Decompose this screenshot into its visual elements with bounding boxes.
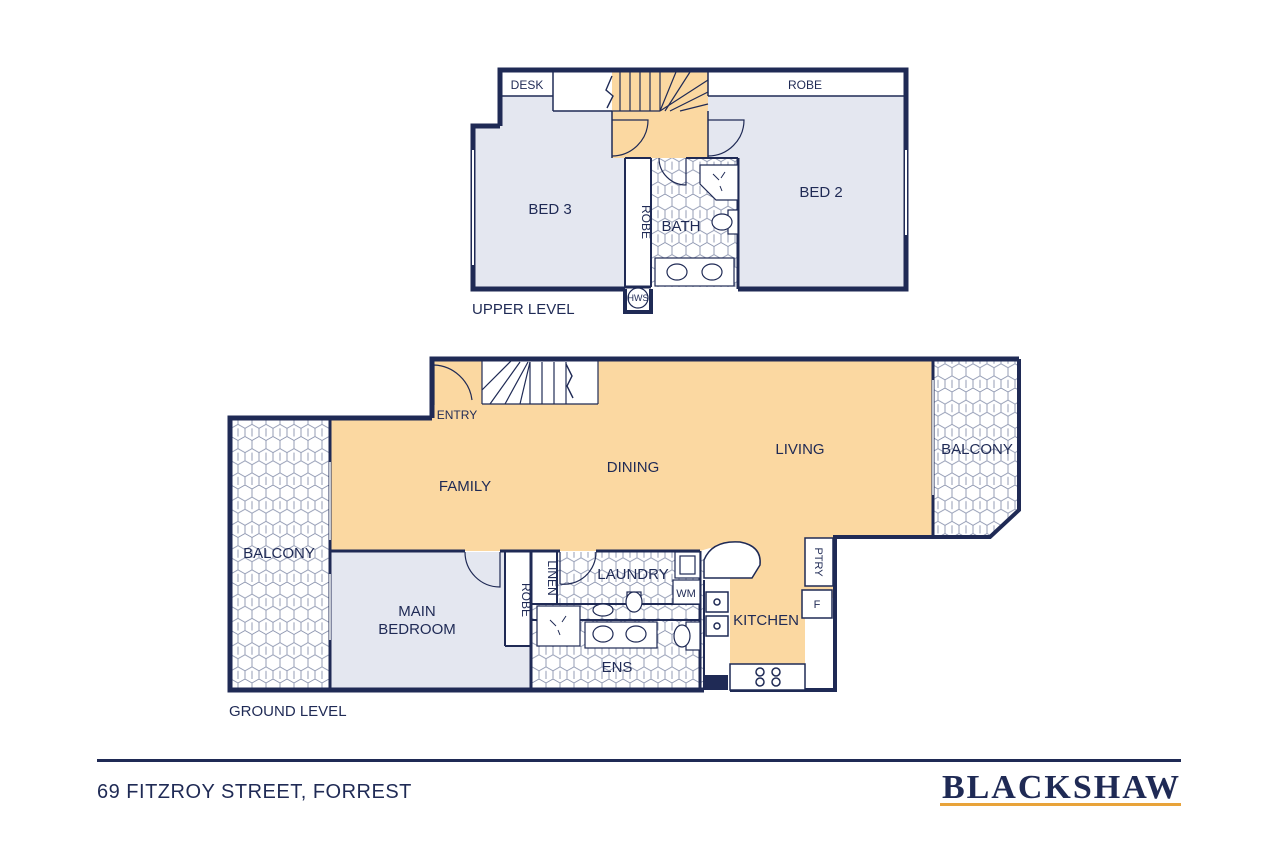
- balcony-right-label: BALCONY: [941, 441, 1013, 458]
- balcony-left-floor: [231, 416, 330, 688]
- bed3-floor: [475, 96, 625, 287]
- living-floor: [330, 359, 933, 664]
- main-bedroom-label-line2: BEDROOM: [378, 621, 456, 638]
- upper-robe-floor: [625, 158, 651, 287]
- balcony-left-label: BALCONY: [243, 545, 315, 562]
- fridge-label: F: [814, 599, 821, 611]
- bath-label: BATH: [662, 218, 701, 235]
- upper-stairs: [605, 71, 709, 112]
- robe-floor: [505, 552, 531, 646]
- upper-side-robe-label: ROBE: [639, 205, 653, 239]
- ground-level-label: GROUND LEVEL: [229, 703, 347, 720]
- desk-label: DESK: [511, 78, 544, 92]
- bed2-floor: [708, 96, 905, 287]
- agency-logo: BLACKSHAW: [941, 769, 1181, 806]
- ensuite-label: ENS: [602, 659, 633, 676]
- pantry-label: PTRY: [812, 547, 824, 577]
- wet-area-fixtures: [536, 551, 701, 651]
- linen-label: LINEN: [545, 560, 559, 595]
- ground-level: ENTRY FAMILY DINING LIVING BALCONY BALCO…: [227, 356, 1021, 720]
- bath-fixtures: [627, 164, 739, 309]
- upper-level: DESK ROBE BED 3 BED 2 ROBE BATH HWS UPPE…: [470, 67, 909, 318]
- living-label: LIVING: [775, 441, 824, 458]
- family-label: FAMILY: [439, 478, 491, 495]
- stair-void: [482, 360, 598, 404]
- kitchen-bench: [703, 537, 834, 691]
- ground-walls: [227, 356, 1021, 693]
- linen-floor: [531, 552, 557, 604]
- wm-label: WM: [676, 588, 696, 600]
- dining-label: DINING: [607, 459, 660, 476]
- bed3-label: BED 3: [528, 201, 571, 218]
- hws-label: HWS: [628, 293, 649, 303]
- upper-level-label: UPPER LEVEL: [472, 301, 575, 318]
- upper-doors: [611, 119, 745, 186]
- kitchen-label: KITCHEN: [733, 612, 799, 629]
- upper-robe-label: ROBE: [788, 78, 822, 92]
- ground-doors: [433, 364, 597, 588]
- logo-underline: [940, 803, 1181, 806]
- property-address: 69 FITZROY STREET, FORREST: [97, 781, 412, 803]
- balcony-right-floor: [933, 359, 1018, 536]
- ground-stairs: [481, 359, 599, 405]
- bed2-label: BED 2: [799, 184, 842, 201]
- footer-divider: [97, 759, 1181, 762]
- main-bedroom-label-line1: MAIN: [398, 603, 436, 620]
- main-bedroom-floor: [331, 552, 531, 688]
- ground-robe-label: ROBE: [519, 583, 533, 617]
- entry-label: ENTRY: [437, 408, 477, 422]
- laundry-label: LAUNDRY: [597, 566, 668, 583]
